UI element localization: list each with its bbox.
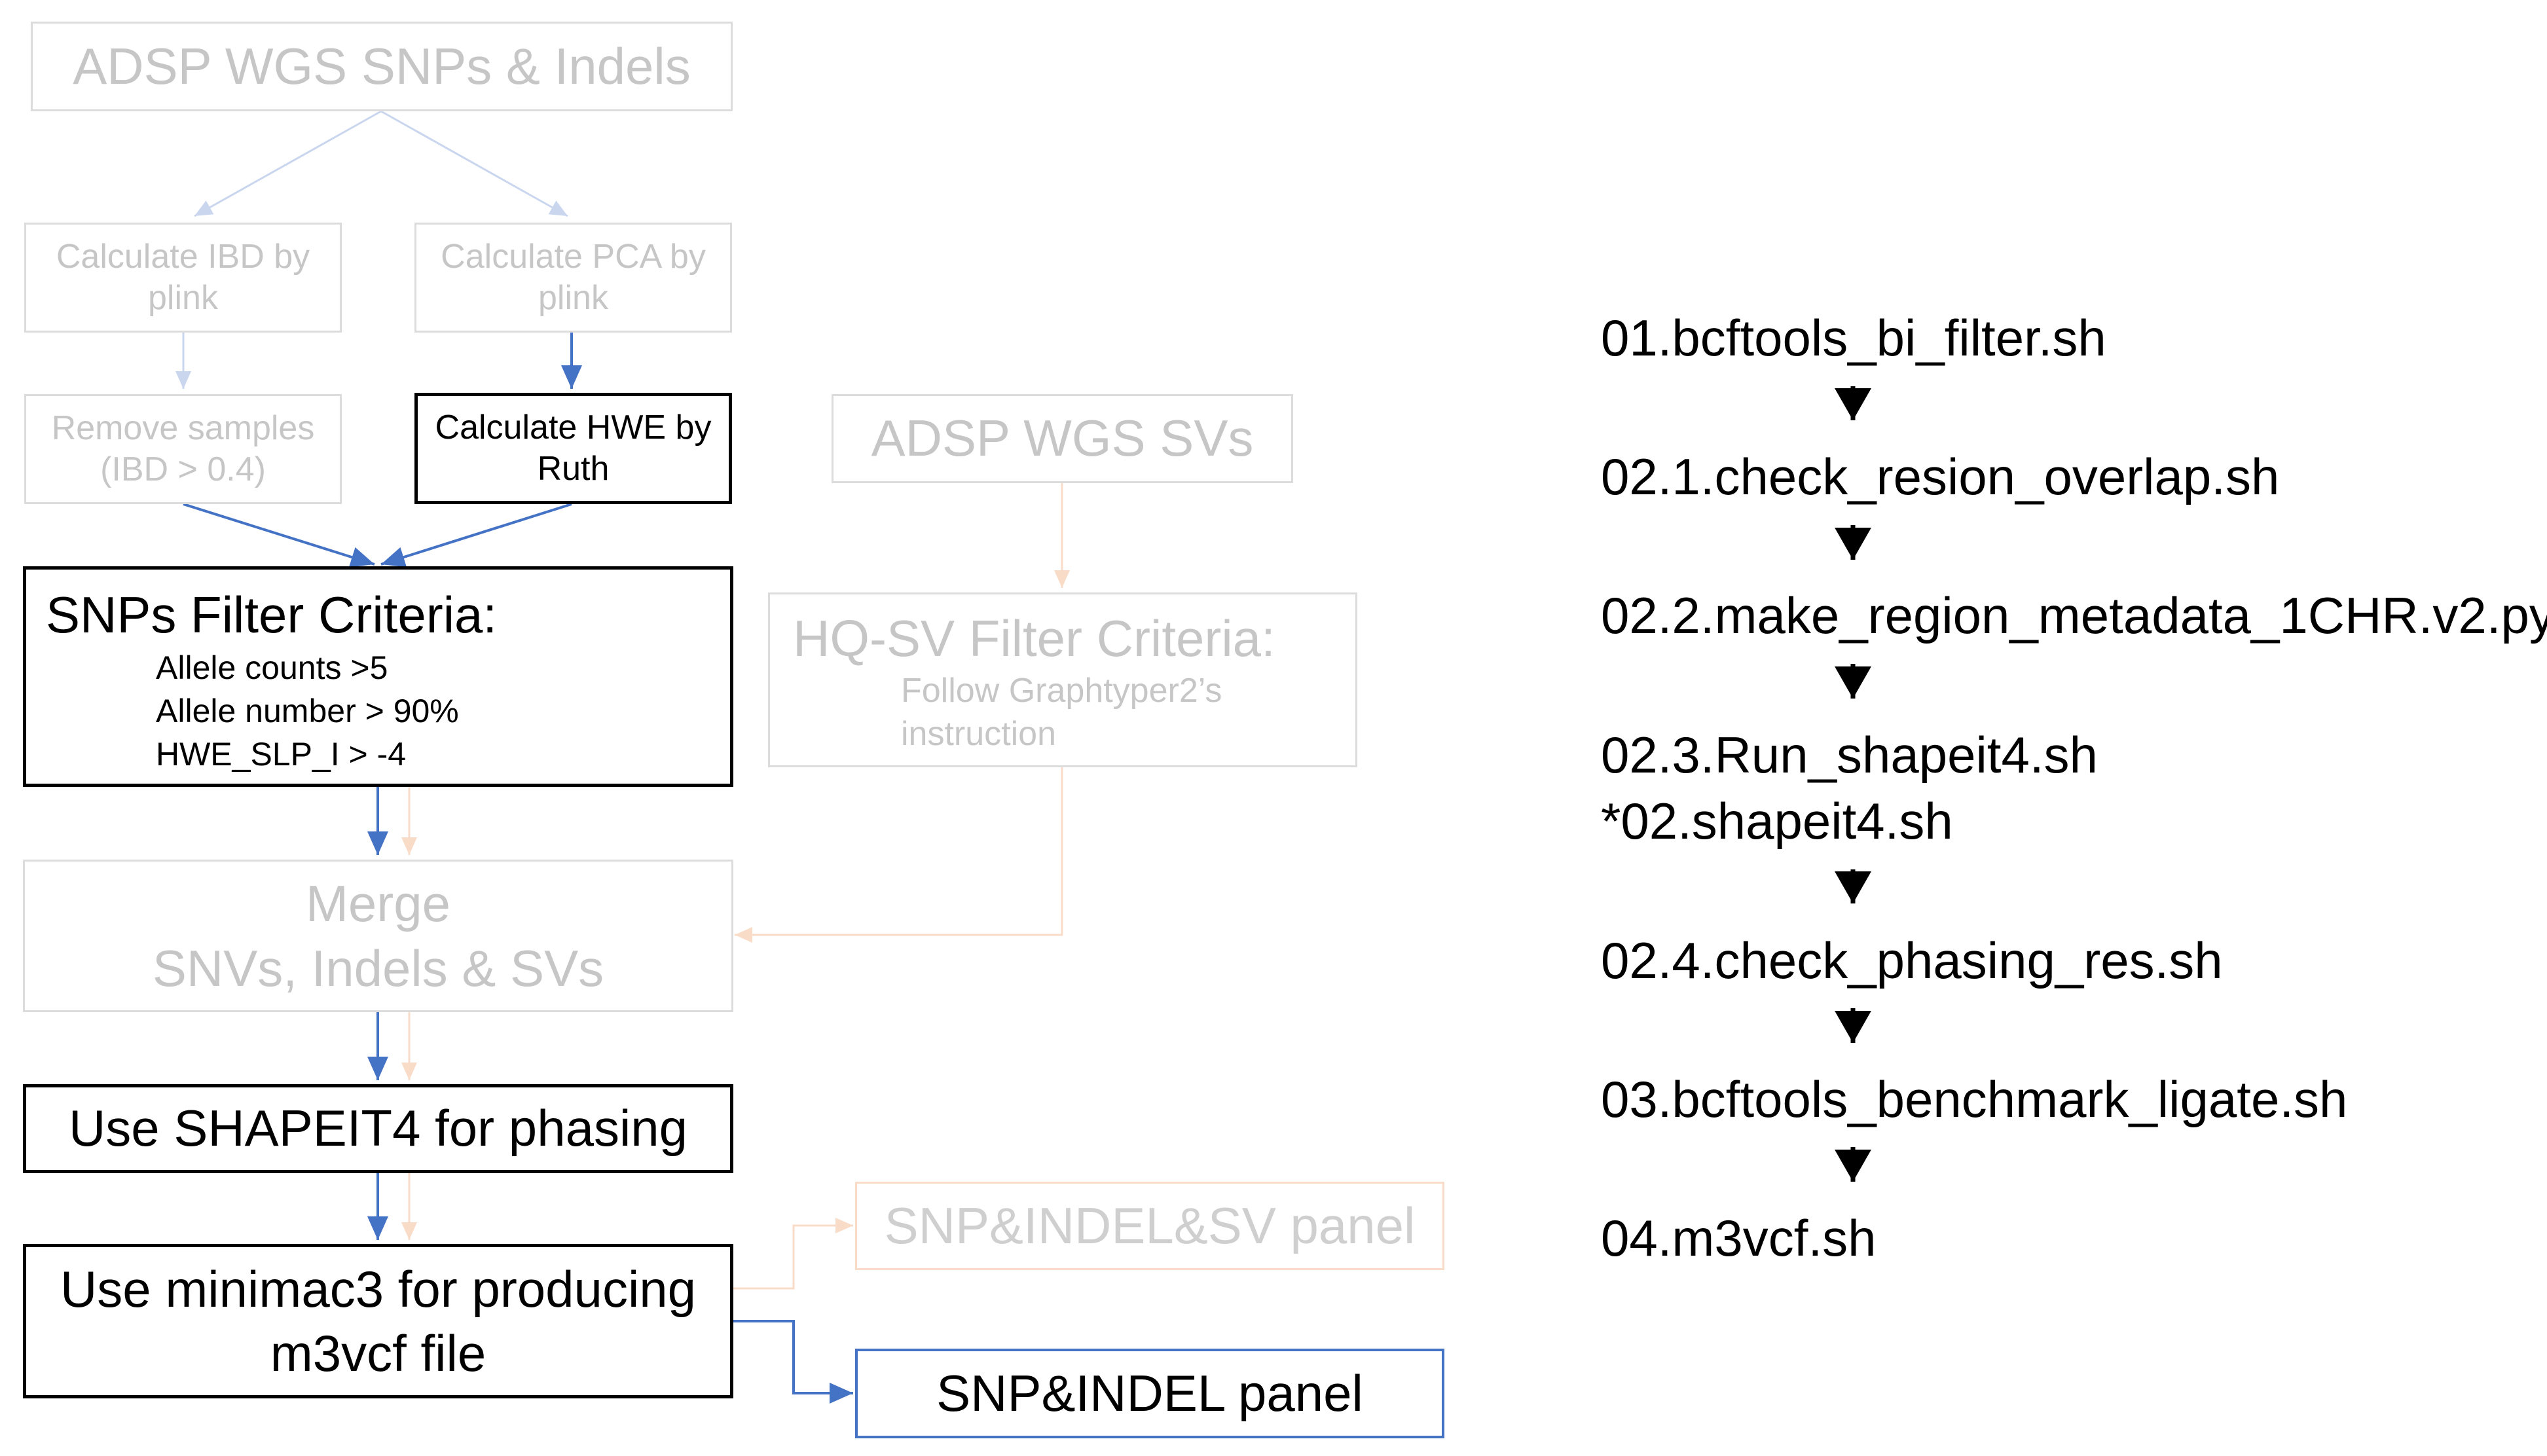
calc-pca-line-2: plink (538, 279, 608, 317)
edge-minimac-snppanel (733, 1320, 853, 1404)
sv-source-box: ADSP WGS SVs (832, 394, 1293, 483)
sv-filter-criteria-box: HQ-SV Filter Criteria: Follow Graphtyper… (768, 592, 1357, 767)
calc-ibd-box: Calculate IBD by plink (24, 223, 342, 333)
snp-indel-sv-panel-label: SNP&INDEL&SV panel (884, 1196, 1416, 1254)
script-step-4: 02.3.Run_shapeit4.sh (1601, 726, 2098, 784)
merge-line-2: SNVs, Indels & SVs (152, 939, 604, 997)
calc-hwe-line-1: Calculate HWE by (435, 408, 712, 446)
calc-ibd-line-1: Calculate IBD by (56, 237, 310, 276)
snp-filter-item-2: Allele number > 90% (156, 693, 459, 730)
phasing-box: Use SHAPEIT4 for phasing (23, 1084, 733, 1173)
script-step-1: 01.bcftools_bi_filter.sh (1601, 309, 2106, 367)
script-step-6: 03.bcftools_benchmark_ligate.sh (1601, 1070, 2348, 1128)
minimac-line-1: Use minimac3 for producing (60, 1260, 697, 1318)
edge-hwe-filter (380, 503, 572, 568)
script-step-5: 02.4.check_phasing_res.sh (1601, 932, 2223, 989)
script-step-4b: *02.shapeit4.sh (1601, 792, 1953, 850)
script-step-3: 02.2.make_region_metadata_1CHR.v2.py (1601, 587, 2547, 644)
script-step-7: 04.m3vcf.sh (1601, 1209, 1877, 1267)
merge-box: Merge SNVs, Indels & SVs (23, 860, 733, 1012)
calc-ibd-line-2: plink (148, 279, 218, 317)
script-step-2: 02.1.check_resion_overlap.sh (1601, 448, 2280, 505)
minimac-box: Use minimac3 for producing m3vcf file (23, 1244, 733, 1398)
phasing-label: Use SHAPEIT4 for phasing (68, 1099, 688, 1157)
edge-remove-filter (183, 503, 375, 568)
remove-samples-box: Remove samples (IBD > 0.4) (24, 394, 342, 504)
calc-hwe-box: Calculate HWE by Ruth (414, 393, 732, 504)
remove-samples-line-2: (IBD > 0.4) (100, 450, 266, 488)
snp-indel-sv-panel-box: SNP&INDEL&SV panel (855, 1182, 1444, 1270)
edge-source-ibd (194, 110, 382, 217)
calc-pca-box: Calculate PCA by plink (414, 223, 732, 333)
snp-filter-item-3: HWE_SLP_I > -4 (156, 736, 407, 773)
edge-svfilter-merge (735, 767, 1063, 943)
sv-filter-line-2: instruction (901, 714, 1056, 753)
snp-filter-title: SNPs Filter Criteria: (46, 586, 498, 644)
sv-filter-line-1: Follow Graphtyper2’s (901, 672, 1222, 710)
snp-indel-panel-label: SNP&INDEL panel (936, 1364, 1363, 1422)
calc-pca-line-1: Calculate PCA by (441, 237, 706, 276)
snps-indels-source-box: ADSP WGS SNPs & Indels (31, 22, 733, 111)
remove-samples-line-1: Remove samples (51, 409, 315, 447)
edge-source-pca (380, 110, 568, 217)
snp-filter-criteria-box: SNPs Filter Criteria: Allele counts >5 A… (23, 566, 733, 787)
snp-filter-item-1: Allele counts >5 (156, 649, 388, 687)
snp-indel-panel-box: SNP&INDEL panel (855, 1349, 1444, 1438)
edge-minimac-svpanel (733, 1218, 853, 1290)
merge-line-1: Merge (305, 875, 451, 933)
calc-hwe-line-2: Ruth (537, 450, 610, 488)
snps-indels-source-label: ADSP WGS SNPs & Indels (73, 37, 691, 95)
sv-source-label: ADSP WGS SVs (871, 409, 1254, 467)
minimac-line-2: m3vcf file (270, 1324, 486, 1382)
sv-filter-title: HQ-SV Filter Criteria: (793, 610, 1275, 667)
